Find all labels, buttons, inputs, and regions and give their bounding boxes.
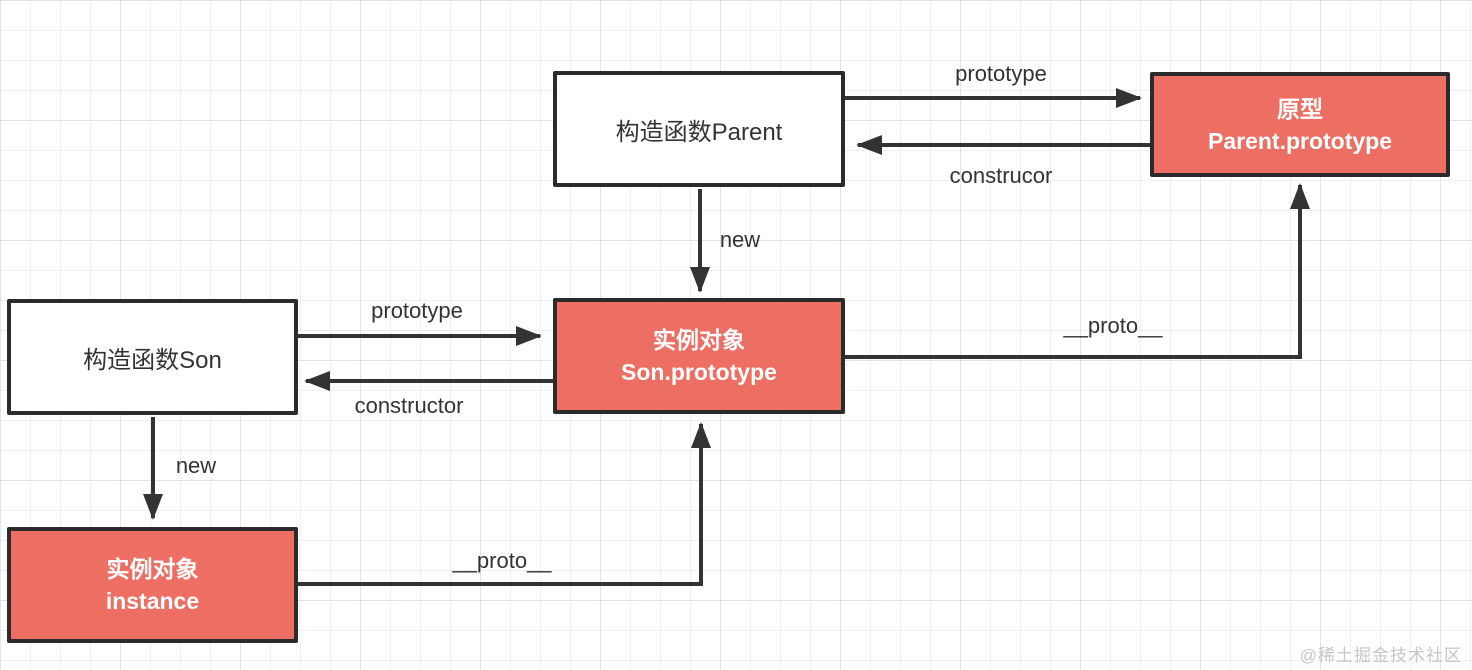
node-son-prototype-line1: 实例对象 <box>653 327 745 353</box>
node-instance-line2: instance <box>105 588 200 614</box>
edge-label-prototype-to-parent: construcor <box>949 163 1053 188</box>
edge-label-instance-proto: __proto__ <box>452 548 552 573</box>
node-parent-prototype: 原型 Parent.prototype <box>1150 72 1450 177</box>
node-son-prototype-line2: Son.prototype <box>621 359 777 385</box>
edge-label-parent-to-prototype: prototype <box>955 61 1047 86</box>
node-son-prototype: 实例对象 Son.prototype <box>553 298 845 414</box>
edge-label-parent-new: new <box>719 227 761 252</box>
node-instance-line1: 实例对象 <box>106 556 199 582</box>
edge-son-prototype-proto-arrow <box>845 183 1310 359</box>
edge-label-son-to-prototype: prototype <box>371 298 463 323</box>
node-instance: 实例对象 instance <box>7 527 298 643</box>
node-parent-prototype-line1: 原型 <box>1277 95 1323 122</box>
node-parent-prototype-line2: Parent.prototype <box>1207 127 1393 154</box>
edge-label-prototype-to-son: constructor <box>354 393 464 418</box>
edge-label-son-new: new <box>175 453 217 478</box>
node-parent-constructor: 构造函数Parent <box>553 71 845 187</box>
node-parent-constructor-label: 构造函数Parent <box>615 118 783 146</box>
edge-instance-proto-arrow <box>298 422 711 586</box>
watermark: @稀土掘金技术社区 <box>1299 646 1462 665</box>
node-son-constructor: 构造函数Son <box>7 299 298 415</box>
edge-label-son-prototype-proto: __proto__ <box>1063 313 1163 338</box>
node-son-constructor-label: 构造函数Son <box>83 346 222 374</box>
